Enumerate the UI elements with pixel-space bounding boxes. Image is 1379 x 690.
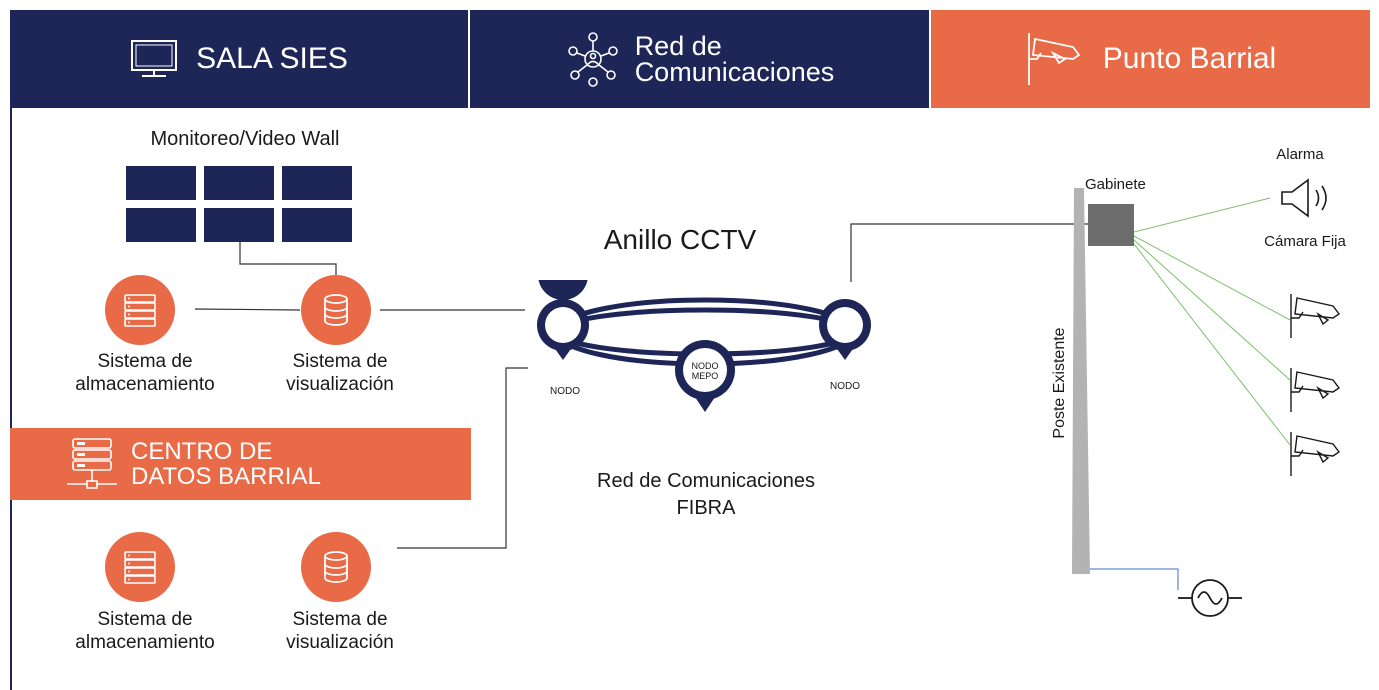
centro-visualizacion-circle <box>301 532 371 602</box>
header-sala-sies-title: SALA SIES <box>196 42 348 75</box>
node-right-label: NODO <box>830 381 860 392</box>
ring-to-cabinet-line <box>850 223 1088 282</box>
video-wall-title: Monitoreo/Video Wall <box>150 128 340 150</box>
ac-power-icon <box>1178 579 1242 617</box>
header-punto-barrial-title: Punto Barrial <box>1102 42 1277 75</box>
centro-almacenamiento-label: Sistema de almacenamiento <box>75 609 215 653</box>
wall-to-visual-line <box>239 242 337 278</box>
sala-almacenamiento-label: Sistema de almacenamiento <box>75 351 215 395</box>
header-red-title: Red de Comunicaciones <box>634 31 835 87</box>
server-icon <box>124 551 156 584</box>
server-icon <box>124 294 156 327</box>
centro-almacenamiento-circle <box>105 532 175 602</box>
node-left-label: NODO <box>550 386 580 397</box>
poste-label: Poste Existente <box>1051 327 1068 439</box>
video-wall-screen <box>126 208 196 242</box>
alarma-label: Alarma <box>1276 146 1324 163</box>
centro-datos-title: CENTRO DE DATOS BARRIAL <box>131 438 321 490</box>
server-network-icon <box>67 438 117 489</box>
cabinet-box <box>1088 204 1134 246</box>
power-line <box>1090 568 1179 590</box>
gabinete-label: Gabinete <box>1085 176 1146 193</box>
anillo-title: Anillo CCTV <box>603 224 757 255</box>
network-icon <box>567 32 618 87</box>
centro-to-ring-line <box>397 367 528 549</box>
speaker-icon <box>1281 178 1327 218</box>
video-wall-screen <box>126 166 196 200</box>
video-wall-screen <box>282 208 352 242</box>
camara-fija-label: Cámara Fija <box>1264 233 1346 250</box>
almac-to-visual-line <box>194 308 301 311</box>
visualizacion-circle <box>301 275 371 345</box>
pole <box>1072 188 1090 574</box>
sala-visualizacion-label: Sistema de visualización <box>286 351 394 395</box>
video-wall-screen <box>204 166 274 200</box>
monitor-icon <box>131 40 178 77</box>
database-icon <box>324 551 348 583</box>
camera-icon <box>1290 432 1341 476</box>
left-border <box>10 108 12 690</box>
camera-icon <box>1290 294 1341 338</box>
red-fibra-label: Red de Comunicaciones FIBRA <box>597 470 815 519</box>
video-wall-screen <box>282 166 352 200</box>
header-punto-barrial: Punto Barrial <box>931 10 1370 108</box>
header-red-comunicaciones: Red de Comunicaciones <box>470 10 929 108</box>
cctv-ring <box>537 280 871 412</box>
video-wall-screen <box>204 208 274 242</box>
camera-icon <box>1290 368 1341 412</box>
camera-wires <box>1133 197 1291 446</box>
node-mepo-label: NODO MEPO <box>691 361 719 381</box>
centro-datos-band: CENTRO DE DATOS BARRIAL <box>10 428 471 500</box>
database-icon <box>324 294 348 326</box>
almacenamiento-circle <box>105 275 175 345</box>
header-sala-sies: SALA SIES <box>10 10 468 108</box>
centro-visualizacion-label: Sistema de visualización <box>286 609 394 653</box>
camera-icon <box>1027 33 1081 85</box>
